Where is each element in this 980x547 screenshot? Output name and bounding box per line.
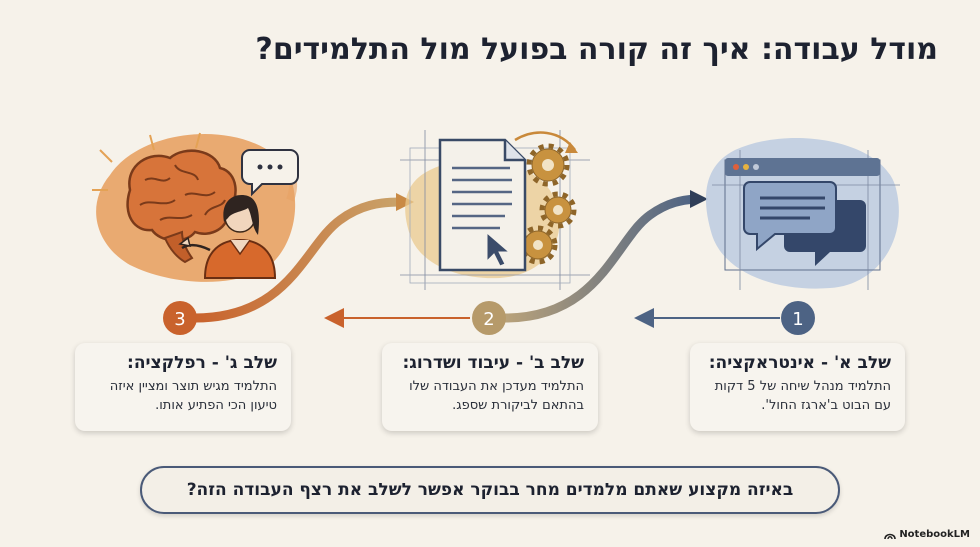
step-2-number: 2 xyxy=(483,309,494,330)
step-1-number: 1 xyxy=(792,309,803,330)
brain-speaker-icon xyxy=(92,132,299,282)
step-2-line-1: התלמיד מעדכן את העבודה שלו xyxy=(409,379,584,394)
step-1-marker: 1 xyxy=(781,301,815,335)
discussion-question: באיזה מקצוע שאתם מלמדים מחר בבוקר אפשר ל… xyxy=(140,466,840,514)
step-1-card: שלב א' - אינטראקציה: התלמיד מנהל שיחה של… xyxy=(690,343,905,431)
flow-arrow-2 xyxy=(190,197,405,323)
step-3-card: שלב ג' - רפלקציה: התלמיד מגיש תוצר ומציי… xyxy=(75,343,291,431)
step-3-line-2: טיעון הכי הפתיע אותו. xyxy=(155,398,277,413)
document-gears-icon xyxy=(400,130,590,290)
chat-window-icon xyxy=(705,137,900,290)
step-2-marker: 2 xyxy=(472,301,506,335)
flow-arrow-1 xyxy=(500,194,700,323)
page-title: מודל עבודה: איך זה קורה בפועל מול התלמיד… xyxy=(255,32,938,67)
flow-arrow-1-head xyxy=(690,190,708,208)
step-1-heading: שלב א' - אינטראקציה: xyxy=(708,353,891,373)
step-2-card: שלב ב' - עיבוד ושדרוג: התלמיד מעדכן את ה… xyxy=(382,343,598,431)
step-2-line-2: בהתאם לביקורת שספג. xyxy=(452,398,584,413)
step-1-line-1: התלמיד מנהל שיחה של 5 דקות xyxy=(714,379,891,394)
step-3-number: 3 xyxy=(174,309,185,330)
step-2-heading: שלב ב' - עיבוד ושדרוג: xyxy=(402,353,584,373)
brand-name: NotebookLM xyxy=(899,529,970,540)
step-3-marker: 3 xyxy=(163,301,197,335)
step-3-line-1: התלמיד מגיש תוצר ומציין איזה xyxy=(109,379,277,394)
flow-arrow-2-head xyxy=(396,193,414,211)
notebooklm-logo-icon xyxy=(884,533,897,539)
step-3-heading: שלב ג' - רפלקציה: xyxy=(127,353,277,373)
brand-logo: NotebookLM xyxy=(884,529,970,540)
step-1-line-2: עם הבוט ב'ארגז החול'. xyxy=(761,398,891,413)
